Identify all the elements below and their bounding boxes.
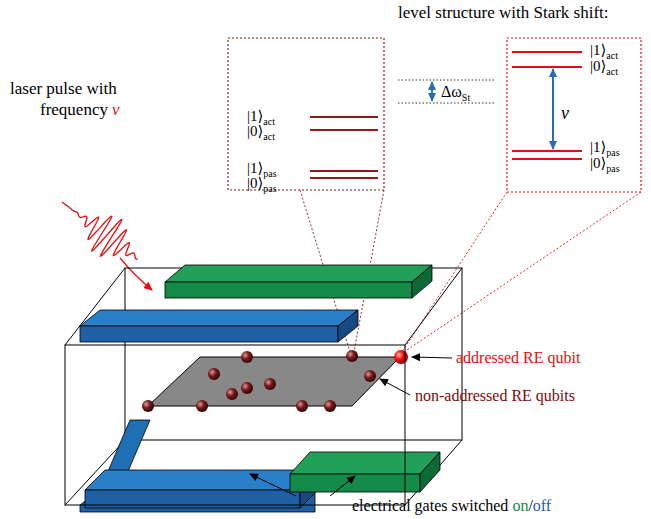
pointer-arrow	[380, 379, 410, 395]
energy-levels	[310, 117, 378, 178]
device-box	[65, 268, 462, 505]
laser-label: frequency	[40, 101, 108, 118]
gate-top-green	[165, 265, 432, 298]
stark-shift-label: Δω	[441, 84, 462, 100]
gates-on: on	[512, 498, 528, 514]
addressed-label: addressed RE qubit	[456, 350, 580, 366]
zoom-lines	[402, 192, 641, 352]
non-addressed-label: non-addressed RE qubits	[415, 388, 575, 404]
pointer-arrow	[250, 474, 296, 496]
ket-subscript: pas	[606, 148, 619, 158]
ket-label: |0⟩	[590, 59, 606, 74]
gate-bottom-blue	[85, 470, 320, 508]
device-box	[65, 345, 405, 505]
guide-lines	[398, 80, 494, 103]
gate-bottom-green	[290, 452, 440, 492]
gates-off: off	[533, 498, 551, 514]
ket-label: |0⟩	[247, 176, 263, 191]
frequency-symbol: ν	[561, 104, 569, 122]
gates-label: electrical gates switched	[352, 498, 508, 514]
laser-label: laser pulse with	[10, 80, 117, 97]
laser-pulse	[62, 202, 138, 260]
ket-subscript: St	[462, 93, 470, 103]
ket-subscript: act	[263, 132, 275, 142]
laser-wave	[62, 202, 138, 260]
transition-arrow	[552, 69, 554, 149]
ket-label: |1⟩	[590, 140, 606, 155]
qubit-plane	[148, 357, 400, 406]
inset-box	[507, 38, 641, 192]
ket-subscript: act	[263, 117, 275, 127]
stark-arrow	[431, 82, 433, 101]
ket-subscript: pas	[263, 169, 276, 179]
ket-label: |0⟩	[247, 124, 263, 139]
pointer-arrow	[412, 357, 452, 358]
ket-subscript: pas	[606, 164, 619, 174]
ket-label: |0⟩	[590, 156, 606, 171]
ket-subscript: pas	[263, 184, 276, 194]
ket-label: |1⟩	[590, 43, 606, 58]
energy-levels	[512, 52, 582, 159]
ket-subscript: act	[606, 67, 618, 77]
gate-top-blue	[80, 310, 358, 342]
ket-subscript: act	[606, 51, 618, 61]
inset-box	[228, 38, 384, 190]
ket-label: |1⟩	[247, 161, 263, 176]
re-qubits	[142, 350, 408, 412]
pointer-arrow	[330, 476, 355, 496]
frequency-symbol: ν	[112, 101, 120, 118]
ket-label: |1⟩	[247, 109, 263, 124]
title-text: level structure with Stark shift:	[398, 4, 609, 21]
gates-slash: /	[528, 498, 532, 514]
